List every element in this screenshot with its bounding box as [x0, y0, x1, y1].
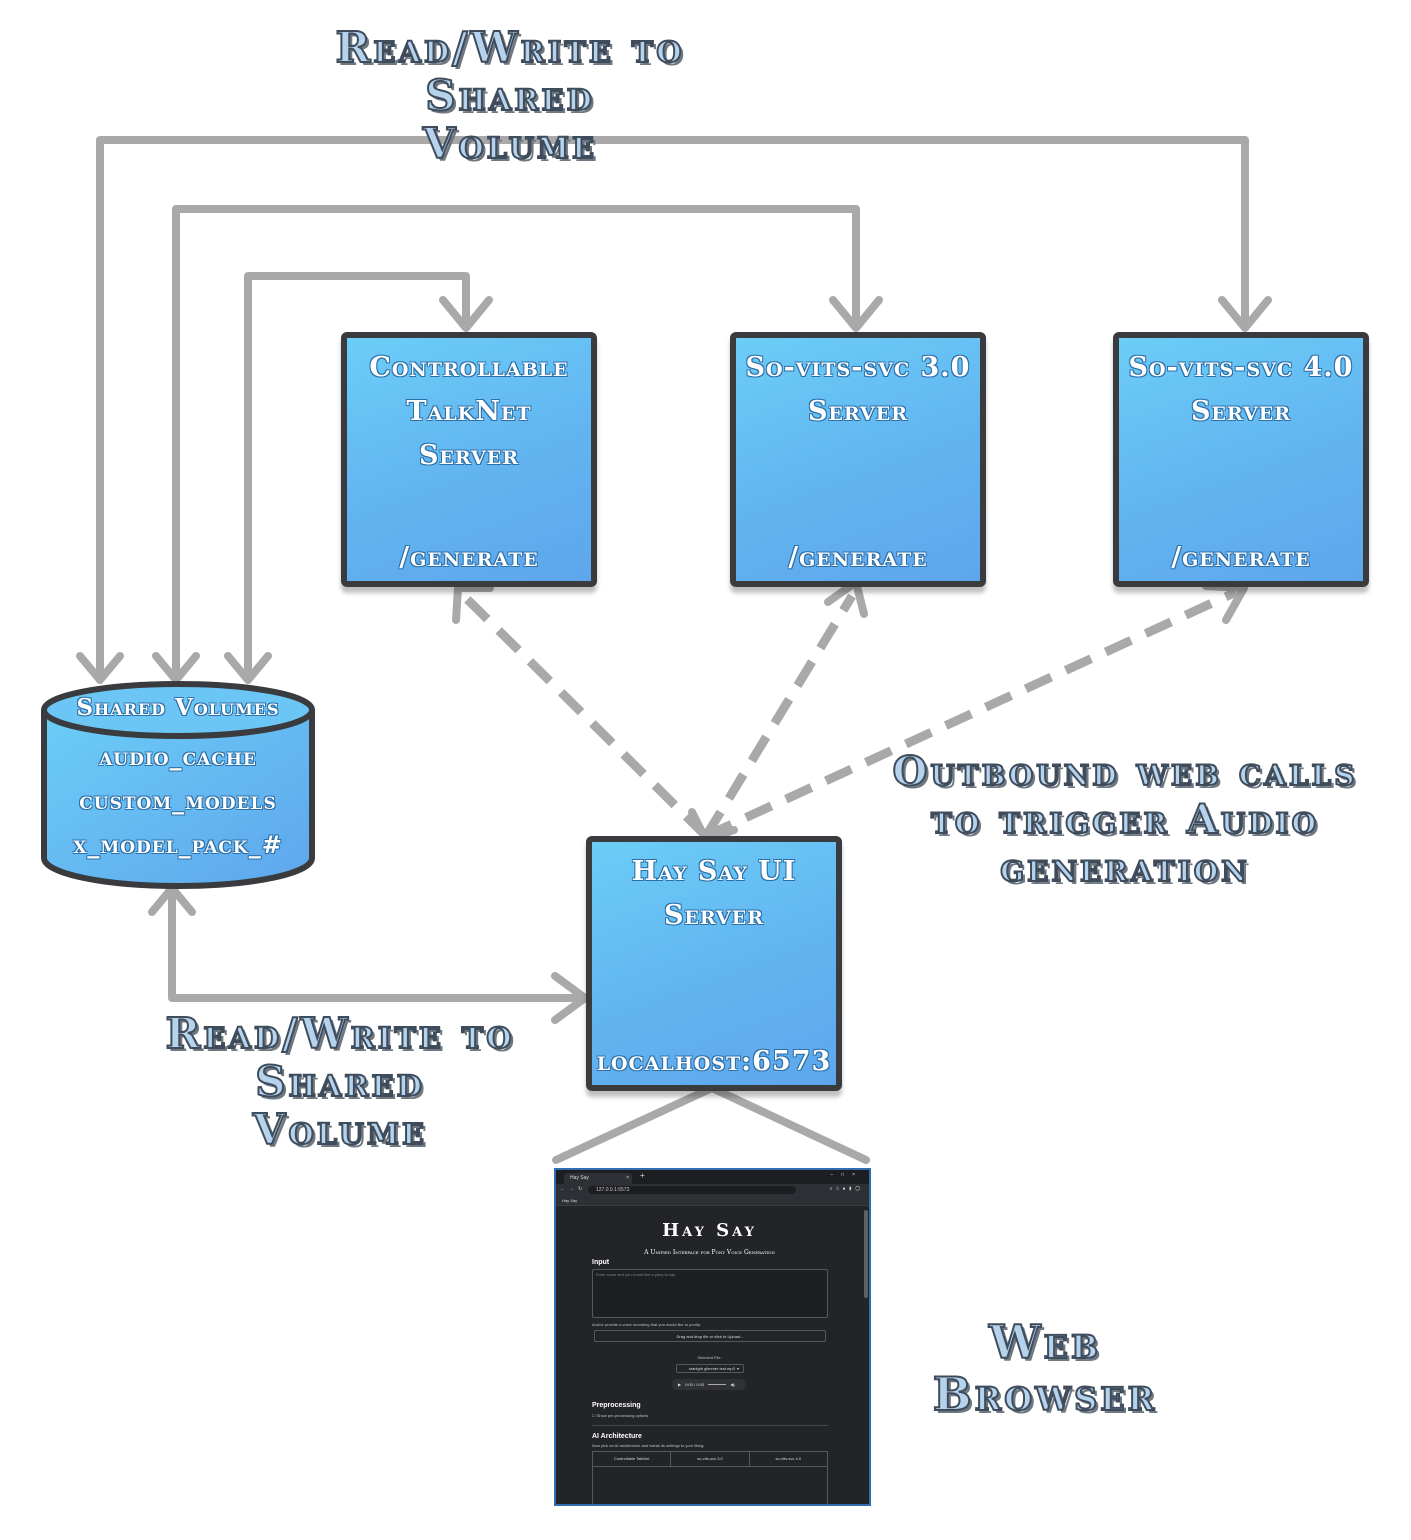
arrowhead-talknet	[439, 296, 493, 332]
arch-heading: AI Architecture	[592, 1433, 642, 1440]
address-bar[interactable]: 127.0.0.1:6573	[588, 1186, 796, 1194]
new-tab-icon[interactable]: +	[640, 1171, 645, 1180]
outbound-line-sovits4	[704, 587, 1238, 841]
upload-dropzone[interactable]: Drag and drop file or click to Upload...	[594, 1330, 826, 1342]
page-content: Hay Say A Unified Interface for Pony Voi…	[556, 1206, 863, 1504]
sovits4-server: So-vits-svc 4.0 Server /generate	[1113, 332, 1369, 587]
caption-bottom-read-write: Read/Write to Shared Volume	[165, 1009, 515, 1155]
server-endpoint: localhost:6573	[596, 1046, 832, 1077]
play-icon[interactable]: ▶	[678, 1382, 682, 1387]
rw-line-sovits3	[172, 205, 860, 680]
close-icon[interactable]: ×	[626, 1175, 629, 1181]
server-title: Controllable TalkNet Server	[369, 352, 569, 471]
outbound-line-sovits3	[702, 593, 856, 839]
divider	[592, 1425, 828, 1426]
browser-tab-bar: Hay Say × + –□×	[556, 1170, 869, 1184]
text-input-placeholder: Enter some text you would like a pony to…	[596, 1272, 676, 1277]
browser-toolbar: ←→↻ 127.0.0.1:6573 ⌕☆●▮◯	[556, 1184, 869, 1196]
arrowhead-haysay	[551, 972, 589, 1024]
scrollbar[interactable]	[864, 1210, 868, 1298]
upload-label: Drag and drop file or click to Upload...	[676, 1334, 744, 1339]
volume-item-audio-cache: audio_cache	[99, 742, 257, 771]
arrowhead-volume-1	[76, 652, 124, 684]
audio-progress[interactable]	[708, 1384, 727, 1386]
tab-controllable-talknet[interactable]: Controllable TalkNet	[593, 1452, 672, 1466]
server-title: So-vits-svc 3.0 Server	[745, 352, 971, 427]
tab-sovits3[interactable]: so-vits-svc 3.0	[671, 1452, 750, 1466]
page-title: Hay Say	[662, 1220, 757, 1241]
arrowhead-sovits4	[1218, 296, 1272, 332]
window-controls[interactable]: –□×	[830, 1172, 863, 1178]
bookmarks-bar: Hay Say	[556, 1196, 869, 1206]
arrowhead-volume-3	[224, 652, 272, 684]
haysay-server: Hay Say UI Server localhost:6573	[586, 836, 842, 1091]
arch-prompt: Now pick an AI architecture and tweak it…	[592, 1443, 705, 1448]
browser-tab[interactable]: Hay Say ×	[564, 1173, 632, 1184]
preprocessing-heading: Preprocessing	[592, 1402, 641, 1409]
preprocessing-checkbox[interactable]: ☐ Show pre-processing options	[592, 1413, 648, 1418]
recording-prompt: And/or provide a voice recording that yo…	[592, 1322, 701, 1327]
preprocessing-option-label: Show pre-processing options	[596, 1413, 649, 1418]
outbound-arrowhead-talknet	[452, 584, 494, 624]
page-subtitle: A Unified Interface for Pony Voice Gener…	[644, 1249, 775, 1256]
url-text: 127.0.0.1:6573	[596, 1187, 630, 1193]
tab-title: Hay Say	[570, 1175, 589, 1181]
toolbar-icons[interactable]: ⌕☆●▮◯	[829, 1186, 863, 1192]
selected-file-dropdown[interactable]: starlight glimmer test.mp3 ▾	[676, 1364, 744, 1373]
audio-player[interactable]: ▶ 0:00 / 0:03 ◀)	[672, 1379, 746, 1390]
navigation-icons[interactable]: ←→↻	[560, 1186, 587, 1192]
server-endpoint: /generate	[788, 542, 928, 573]
sovits3-server: So-vits-svc 3.0 Server /generate	[730, 332, 986, 587]
server-endpoint: /generate	[399, 542, 539, 573]
arrowhead-sovits3	[829, 296, 883, 332]
chevron-down-icon: ▾	[736, 1366, 739, 1371]
caption-outbound-calls: Outbound web calls to trigger Audio gene…	[892, 747, 1358, 892]
volume-item-model-pack: x_model_pack_#	[73, 830, 283, 859]
web-browser-window: Hay Say × + –□× ←→↻ 127.0.0.1:6573 ⌕☆●▮◯…	[554, 1168, 871, 1506]
bookmark-item[interactable]: Hay Say	[562, 1198, 578, 1203]
tab-sovits4[interactable]: so-vits-svc 4.0	[775, 1456, 802, 1461]
rw-line-sovits4	[96, 136, 1249, 680]
outbound-arrowhead-sovits4	[1202, 582, 1248, 624]
caption-top-read-write: Read/Write to Shared Volume	[335, 23, 685, 169]
shared-volumes-cylinder	[41, 681, 315, 889]
selected-file-value: starlight glimmer test.mp3	[689, 1366, 735, 1371]
arrowhead-volume-2	[152, 652, 200, 684]
server-title: So-vits-svc 4.0 Server	[1128, 352, 1354, 427]
rw-line-talknet	[244, 272, 470, 680]
checkbox-icon[interactable]: ☐	[592, 1413, 596, 1418]
volume-item-custom-models: custom_models	[79, 786, 277, 815]
volume-icon[interactable]: ◀)	[730, 1382, 735, 1387]
text-input[interactable]: Enter some text you would like a pony to…	[592, 1269, 828, 1318]
browser-connector	[552, 1084, 870, 1164]
outbound-line-talknet	[460, 592, 710, 840]
audio-time: 0:00 / 0:03	[685, 1382, 705, 1387]
caption-web-browser: Web Browser	[932, 1315, 1158, 1421]
rw-line-haysay	[168, 886, 589, 1002]
talknet-server: Controllable TalkNet Server /generate	[341, 332, 597, 587]
arch-tabs-panel: Controllable TalkNet so-vits-svc 3.0 so-…	[592, 1451, 828, 1504]
input-heading: Input	[592, 1259, 610, 1266]
arch-tabs: Controllable TalkNet so-vits-svc 3.0 so-…	[593, 1452, 827, 1467]
volumes-title: Shared Volumes	[76, 694, 280, 721]
server-endpoint: /generate	[1171, 542, 1311, 573]
selected-file-label: Selected File:	[697, 1355, 722, 1360]
server-title: Hay Say UI Server	[631, 856, 797, 931]
